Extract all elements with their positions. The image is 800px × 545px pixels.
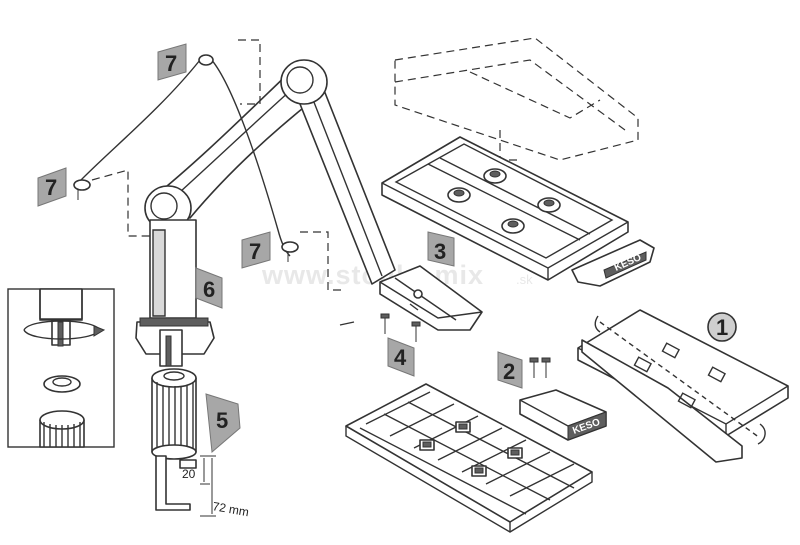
step-label-2: 2 (503, 359, 515, 384)
tray-knob (447, 187, 471, 203)
step-tag-6: 6 (195, 267, 223, 309)
mouse-tray (577, 309, 789, 463)
tray-mounting-bracket (339, 265, 483, 342)
tray-knob (537, 197, 561, 213)
cable-clip-icon (281, 241, 299, 262)
support-arm (135, 59, 396, 367)
step-tag-3: 3 (427, 231, 455, 267)
step-tag-7a: 7 (157, 43, 187, 81)
cable-guide (73, 39, 345, 291)
detail-inset (7, 288, 115, 448)
table-clamp: 20 72 mm (151, 368, 250, 519)
step-label-4: 4 (394, 345, 407, 370)
step-label-7: 7 (249, 239, 261, 264)
step-label-7: 7 (165, 51, 177, 76)
cable-clip-icon (73, 179, 91, 200)
step-label-5: 5 (216, 408, 228, 433)
ghost-keyboard-outline (394, 37, 639, 161)
step-label-6: 6 (203, 277, 215, 302)
screw-icon (541, 357, 551, 378)
watermark-suffix: .sk (516, 272, 533, 287)
screw-icon (380, 313, 390, 334)
knurled-knob (151, 377, 197, 453)
grid-base-plate (345, 383, 593, 533)
step-tag-7c: 7 (241, 231, 271, 269)
step-tag-4: 4 (387, 337, 415, 377)
step-label-1: 1 (716, 315, 728, 340)
step-tag-5: 5 (205, 393, 241, 454)
step-tag-7b: 7 (37, 167, 67, 207)
step-label-3: 3 (434, 239, 446, 264)
upper-pivot-joint (280, 59, 328, 105)
grid-knob (471, 465, 487, 477)
washer-icon (43, 375, 81, 393)
screw-icon (529, 357, 539, 378)
grid-knob (419, 439, 435, 451)
grid-knob (455, 421, 471, 433)
dimension-small: 20 (182, 467, 196, 481)
tray-knob (483, 168, 507, 184)
tray-knob (501, 218, 525, 234)
step-tag-1: 1 (707, 312, 737, 342)
dimension-large: 72 mm (211, 499, 250, 519)
screw-icon (411, 321, 421, 342)
step-tag-2: 2 (497, 351, 523, 389)
keyboard-tray: KESO (381, 136, 655, 287)
mounting-plate: KESO (519, 357, 607, 441)
step-label-7: 7 (45, 175, 57, 200)
grid-knob (507, 447, 523, 459)
